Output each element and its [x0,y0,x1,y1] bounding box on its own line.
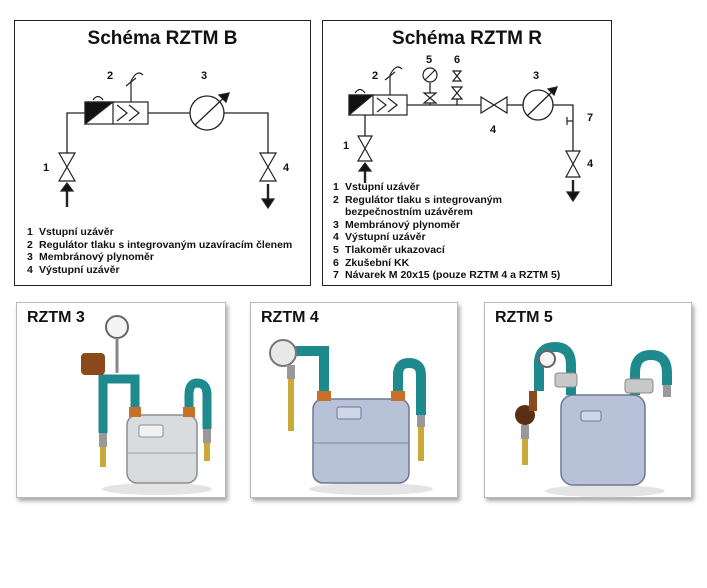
gas-meter-symbol [522,86,559,121]
rztm-3-title: RZTM 3 [27,309,85,326]
test-cock-symbol [450,70,464,100]
label-5: 5 [426,54,432,66]
outlet-pipe [224,112,269,153]
schema-r-panel: Schéma RZTM R [322,20,612,286]
brass-fitting [522,439,528,465]
legend-item: bezpečnostním uzávěrem [345,206,473,219]
regulator-icon [269,339,297,367]
label-4: 4 [283,162,290,174]
valve-icon [624,378,654,394]
rztm-3-illustration [81,315,212,495]
schema-r-diagram: 1 2 3 4 5 6 7 4 [343,54,594,203]
label-3: 3 [201,70,207,82]
gas-meter-body [560,394,646,486]
valve-icon [554,372,578,388]
flange-icon [129,407,141,417]
outlet-pipe [184,378,212,429]
rztm-3-photo: RZTM 3 [16,302,226,498]
brass-fitting [204,443,210,461]
outlet-valve-symbol [480,95,508,115]
inlet-pipe [66,112,85,153]
inlet-pipe [98,374,140,433]
outlet-pipe [630,349,672,395]
rztm-4-photo: RZTM 4 [250,302,458,498]
inlet-valve-symbol [57,152,77,207]
regulator-symbol [348,66,408,117]
label-1: 1 [43,162,49,174]
schema-r-title: Schéma RZTM R [392,28,542,49]
flange-icon [183,407,195,417]
outlet-valve-symbol [258,152,278,210]
schema-b-panel: Schéma RZTM B [14,20,311,286]
flange-icon [317,391,331,401]
rztm-4-title: RZTM 4 [261,309,319,326]
rztm-5-illustration [515,341,672,497]
pressure-gauge-icon [538,350,556,368]
gas-meter-symbol [189,92,230,131]
pressure-gauge-symbol [422,67,438,104]
label-2: 2 [107,70,113,82]
meter-display [336,406,362,420]
schema-b-diagram: 1 2 3 4 [43,70,290,210]
rztm-5-title: RZTM 5 [495,309,553,326]
flange-icon [391,391,405,401]
meter-display [138,424,164,438]
bottom-valve-symbol [564,150,582,203]
label-6: 6 [454,54,460,66]
brass-fitting [418,427,424,461]
label-7: 7 [587,112,593,124]
pressure-gauge-icon [105,315,129,339]
label-1: 1 [343,140,349,152]
label-4b: 4 [587,158,594,170]
rztm-4-illustration [269,339,433,495]
brass-fitting [100,447,106,467]
regulator-icon [81,353,105,375]
outlet-pipe [393,357,426,415]
schema-b-title: Schéma RZTM B [87,28,238,49]
label-4: 4 [490,124,497,136]
regulator-symbol [84,72,149,126]
gas-meter-body [312,398,410,484]
outlet-pipe [553,104,574,151]
label-2: 2 [372,70,378,82]
inlet-pipe [291,346,329,391]
rztm-5-photo: RZTM 5 [484,302,692,498]
label-3: 3 [533,70,539,82]
inlet-valve-symbol [356,135,374,183]
brass-fitting [288,379,294,431]
meter-display [580,410,602,422]
